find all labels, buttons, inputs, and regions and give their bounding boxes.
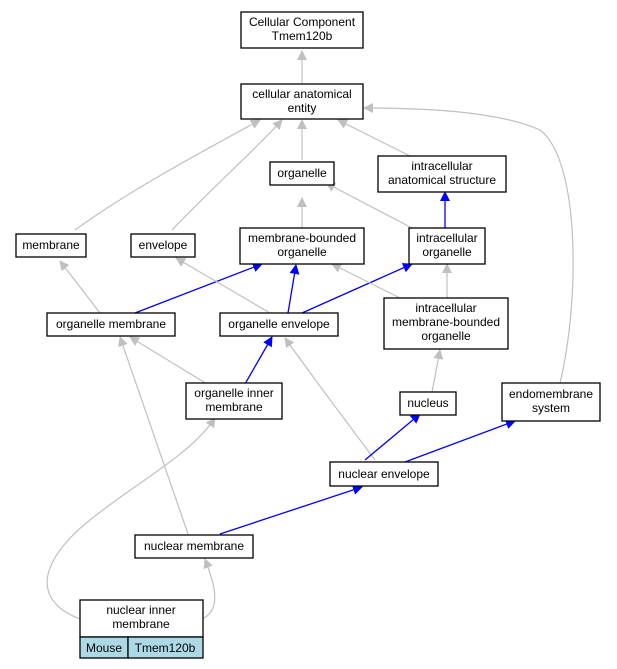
node-organelle-envelope[interactable]: organelle envelope [219, 312, 339, 337]
node-label-line: membrane [112, 617, 170, 631]
edge-oe-partof-mbo [287, 264, 300, 314]
node-intracellular-anatomical-structure[interactable]: intracellular anatomical structure [377, 155, 507, 193]
node-nuclear-envelope[interactable]: nuclear envelope [329, 461, 439, 487]
node-label-line: entity [288, 101, 317, 115]
edge-nm-to-om [118, 336, 189, 535]
edge-nucleus-to-imbo [431, 349, 444, 393]
node-label-line: organelle [277, 166, 327, 180]
edge-oim-partof-oe [244, 336, 273, 385]
annotation-cell-gene: Tmem120b [127, 636, 204, 659]
node-cellular-anatomical-entity[interactable]: cellular anatomical entity [240, 83, 364, 120]
edge-oe-partof-io [301, 263, 413, 314]
node-label-line: membrane-bounded [392, 315, 500, 329]
node-label-line: organelle membrane [56, 317, 166, 331]
node-label-line: intracellular [415, 301, 476, 315]
node-label-line: organelle [277, 245, 327, 259]
node-organelle[interactable]: organelle [269, 161, 335, 186]
node-organelle-inner-membrane[interactable]: organelle inner membrane [185, 382, 283, 420]
annotation-gene-label: Tmem120b [135, 641, 196, 655]
node-label-line: organelle [421, 329, 471, 343]
node-label-line: Tmem120b [272, 29, 333, 43]
node-label-line: nuclear inner [106, 603, 175, 617]
edge-nim-partof-nm [201, 558, 216, 620]
node-membrane-bounded-organelle[interactable]: membrane-bounded organelle [239, 227, 365, 265]
node-membrane[interactable]: membrane [15, 233, 87, 258]
node-label-line: organelle [422, 245, 472, 259]
edge-endomembrane-to-cae [363, 103, 574, 384]
node-intracellular-membrane-bounded-organelle[interactable]: intracellular membrane-bounded organelle [383, 297, 509, 350]
node-label-line: intracellular [411, 159, 472, 173]
node-label-line: membrane [205, 400, 263, 414]
edge-ias-to-cae [337, 119, 411, 157]
node-label-line: Cellular Component [249, 15, 356, 29]
node-intracellular-organelle[interactable]: intracellular organelle [408, 227, 486, 265]
edge-nm-partof-ne [219, 485, 363, 535]
edge-oe-to-envelope [175, 257, 271, 314]
edge-ne-partof-nucleus [364, 413, 421, 461]
node-nucleus[interactable]: nucleus [399, 391, 457, 416]
edge-om-partof-mbo [134, 262, 263, 314]
node-nuclear-inner-membrane[interactable]: nuclear inner membrane [79, 599, 204, 638]
edge-membrane-to-cae [74, 119, 261, 231]
edge-oim-to-om [129, 336, 208, 385]
edge-om-to-membrane [59, 260, 101, 314]
node-label-line: nuclear envelope [338, 467, 430, 481]
node-label-line: cellular anatomical [252, 87, 351, 101]
node-label-line: system [532, 401, 570, 415]
annotation-cell-species: Mouse [79, 636, 129, 659]
edge-io-to-organelle [325, 182, 413, 229]
node-envelope[interactable]: envelope [130, 233, 196, 258]
edge-ne-partof-endomembrane [404, 419, 516, 463]
node-label-line: anatomical structure [388, 173, 496, 187]
edge-ne-to-oe [284, 337, 376, 461]
node-cellular-component-tmem120b[interactable]: Cellular Component Tmem120b [240, 11, 364, 49]
edge-nim-to-oim [46, 417, 216, 620]
node-label-line: intracellular [416, 231, 477, 245]
node-label-line: organelle envelope [228, 317, 330, 331]
node-label-line: endomembrane [509, 387, 593, 401]
edge-envelope-to-cae [171, 119, 283, 231]
node-organelle-membrane[interactable]: organelle membrane [46, 312, 176, 337]
node-label-line: membrane [22, 238, 80, 252]
edge-imbo-to-mbo [331, 263, 401, 299]
node-label-line: membrane-bounded [248, 231, 356, 245]
node-label-line: nuclear membrane [144, 539, 244, 553]
node-label-line: envelope [139, 238, 188, 252]
node-label-line: organelle inner [194, 386, 273, 400]
edges [46, 50, 574, 620]
node-label-line: nucleus [407, 396, 448, 410]
node-nuclear-membrane[interactable]: nuclear membrane [134, 534, 254, 559]
node-endomembrane-system[interactable]: endomembrane system [501, 382, 601, 422]
annotation-species-label: Mouse [86, 641, 122, 655]
